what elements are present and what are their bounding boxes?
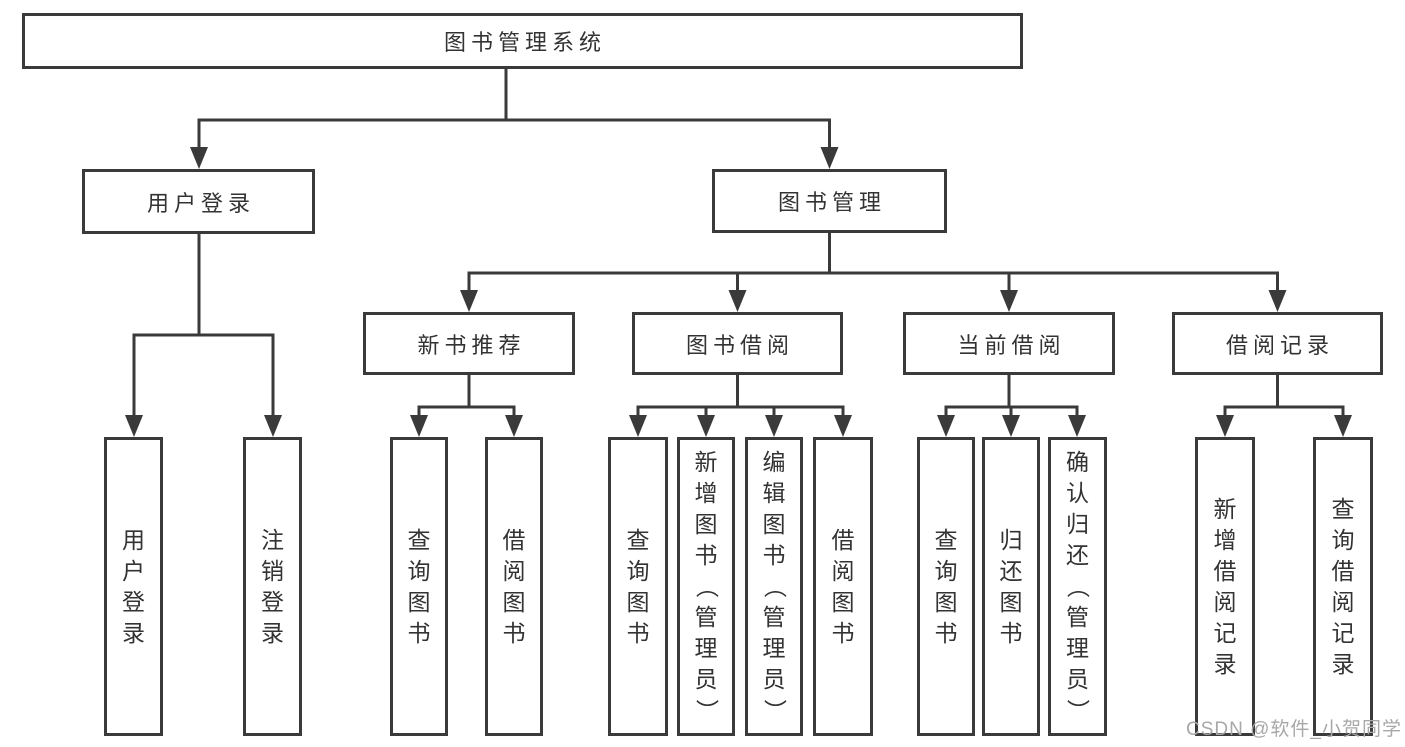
node-new-book-recommend-label: 新书推荐: [417, 332, 526, 358]
arrow-down-icon: [1334, 415, 1352, 437]
arrow-down-icon: [410, 415, 428, 437]
leaf-query-borrow-record: 查询借阅记录: [1313, 437, 1373, 736]
leaf-query-books-current-label: 查询图书: [934, 526, 958, 646]
leaf-logout-label: 注销登录: [261, 526, 284, 646]
leaf-return-book: 归还图书: [982, 437, 1040, 736]
node-user-login: 用户登录: [82, 169, 315, 234]
arrow-down-icon: [190, 147, 208, 169]
leaf-confirm-return-admin-label: 确认归还（管理员）: [1065, 449, 1091, 723]
leaf-user-login: 用户登录: [104, 437, 163, 736]
arrow-down-icon: [728, 290, 747, 312]
leaf-query-books-recommend: 查询图书: [390, 437, 448, 736]
leaf-query-books-current: 查询图书: [917, 437, 975, 736]
watermark-text: CSDN @软件_小贺同学: [1186, 719, 1402, 740]
node-root-label: 图书管理系统: [443, 30, 606, 55]
leaf-edit-book-admin: 编辑图书（管理员）: [745, 437, 803, 736]
node-new-book-recommend: 新书推荐: [363, 312, 575, 375]
leaf-borrow-books-recommend-label: 借阅图书: [502, 526, 526, 646]
node-user-login-label: 用户登录: [146, 190, 255, 216]
leaf-query-borrow-record-label: 查询借阅记录: [1331, 495, 1355, 677]
arrow-down-icon: [1268, 290, 1287, 312]
leaf-borrow-books-recommend: 借阅图书: [485, 437, 543, 736]
node-book-management-label: 图书管理: [777, 190, 886, 215]
arrow-down-icon: [1216, 415, 1234, 437]
arrow-down-icon: [125, 415, 143, 437]
leaf-add-borrow-record: 新增借阅记录: [1195, 437, 1255, 736]
node-borrow-records: 借阅记录: [1172, 312, 1383, 375]
leaf-add-book-admin: 新增图书（管理员）: [677, 437, 735, 736]
leaf-borrow-books-borrow: 借阅图书: [813, 437, 873, 736]
leaf-edit-book-admin-label: 编辑图书（管理员）: [761, 449, 788, 723]
arrow-down-icon: [1002, 415, 1020, 437]
leaf-borrow-books-borrow-label: 借阅图书: [831, 526, 855, 646]
arrow-down-icon: [834, 415, 852, 437]
leaf-query-books-borrow: 查询图书: [608, 437, 668, 736]
node-borrow-records-label: 借阅记录: [1225, 332, 1334, 358]
arrow-down-icon: [820, 147, 839, 169]
connector-lines: [132, 69, 1345, 416]
leaf-return-book-label: 归还图书: [999, 526, 1023, 646]
arrow-down-icon: [697, 415, 715, 437]
arrow-down-icon: [460, 290, 478, 312]
leaf-confirm-return-admin: 确认归还（管理员）: [1048, 437, 1107, 736]
arrow-down-icon: [264, 415, 282, 437]
leaf-query-books-borrow-label: 查询图书: [626, 526, 650, 646]
leaf-add-borrow-record-label: 新增借阅记录: [1213, 495, 1237, 677]
arrow-down-icon: [629, 415, 647, 437]
node-book-borrow-label: 图书借阅: [685, 332, 794, 358]
arrow-down-icon: [1068, 415, 1086, 437]
node-book-management: 图书管理: [712, 169, 947, 233]
arrow-down-icon: [1000, 290, 1018, 312]
leaf-user-login-label: 用户登录: [122, 526, 145, 646]
arrow-down-icon: [505, 415, 523, 437]
leaf-query-books-recommend-label: 查询图书: [407, 526, 431, 646]
node-current-borrow-label: 当前借阅: [957, 332, 1066, 358]
leaf-logout: 注销登录: [243, 437, 302, 736]
node-current-borrow: 当前借阅: [903, 312, 1115, 375]
arrow-down-icon: [765, 415, 783, 437]
node-root: 图书管理系统: [22, 13, 1023, 69]
leaf-add-book-admin-label: 新增图书（管理员）: [693, 449, 720, 723]
node-book-borrow: 图书借阅: [632, 312, 843, 375]
arrow-down-icon: [937, 415, 955, 437]
